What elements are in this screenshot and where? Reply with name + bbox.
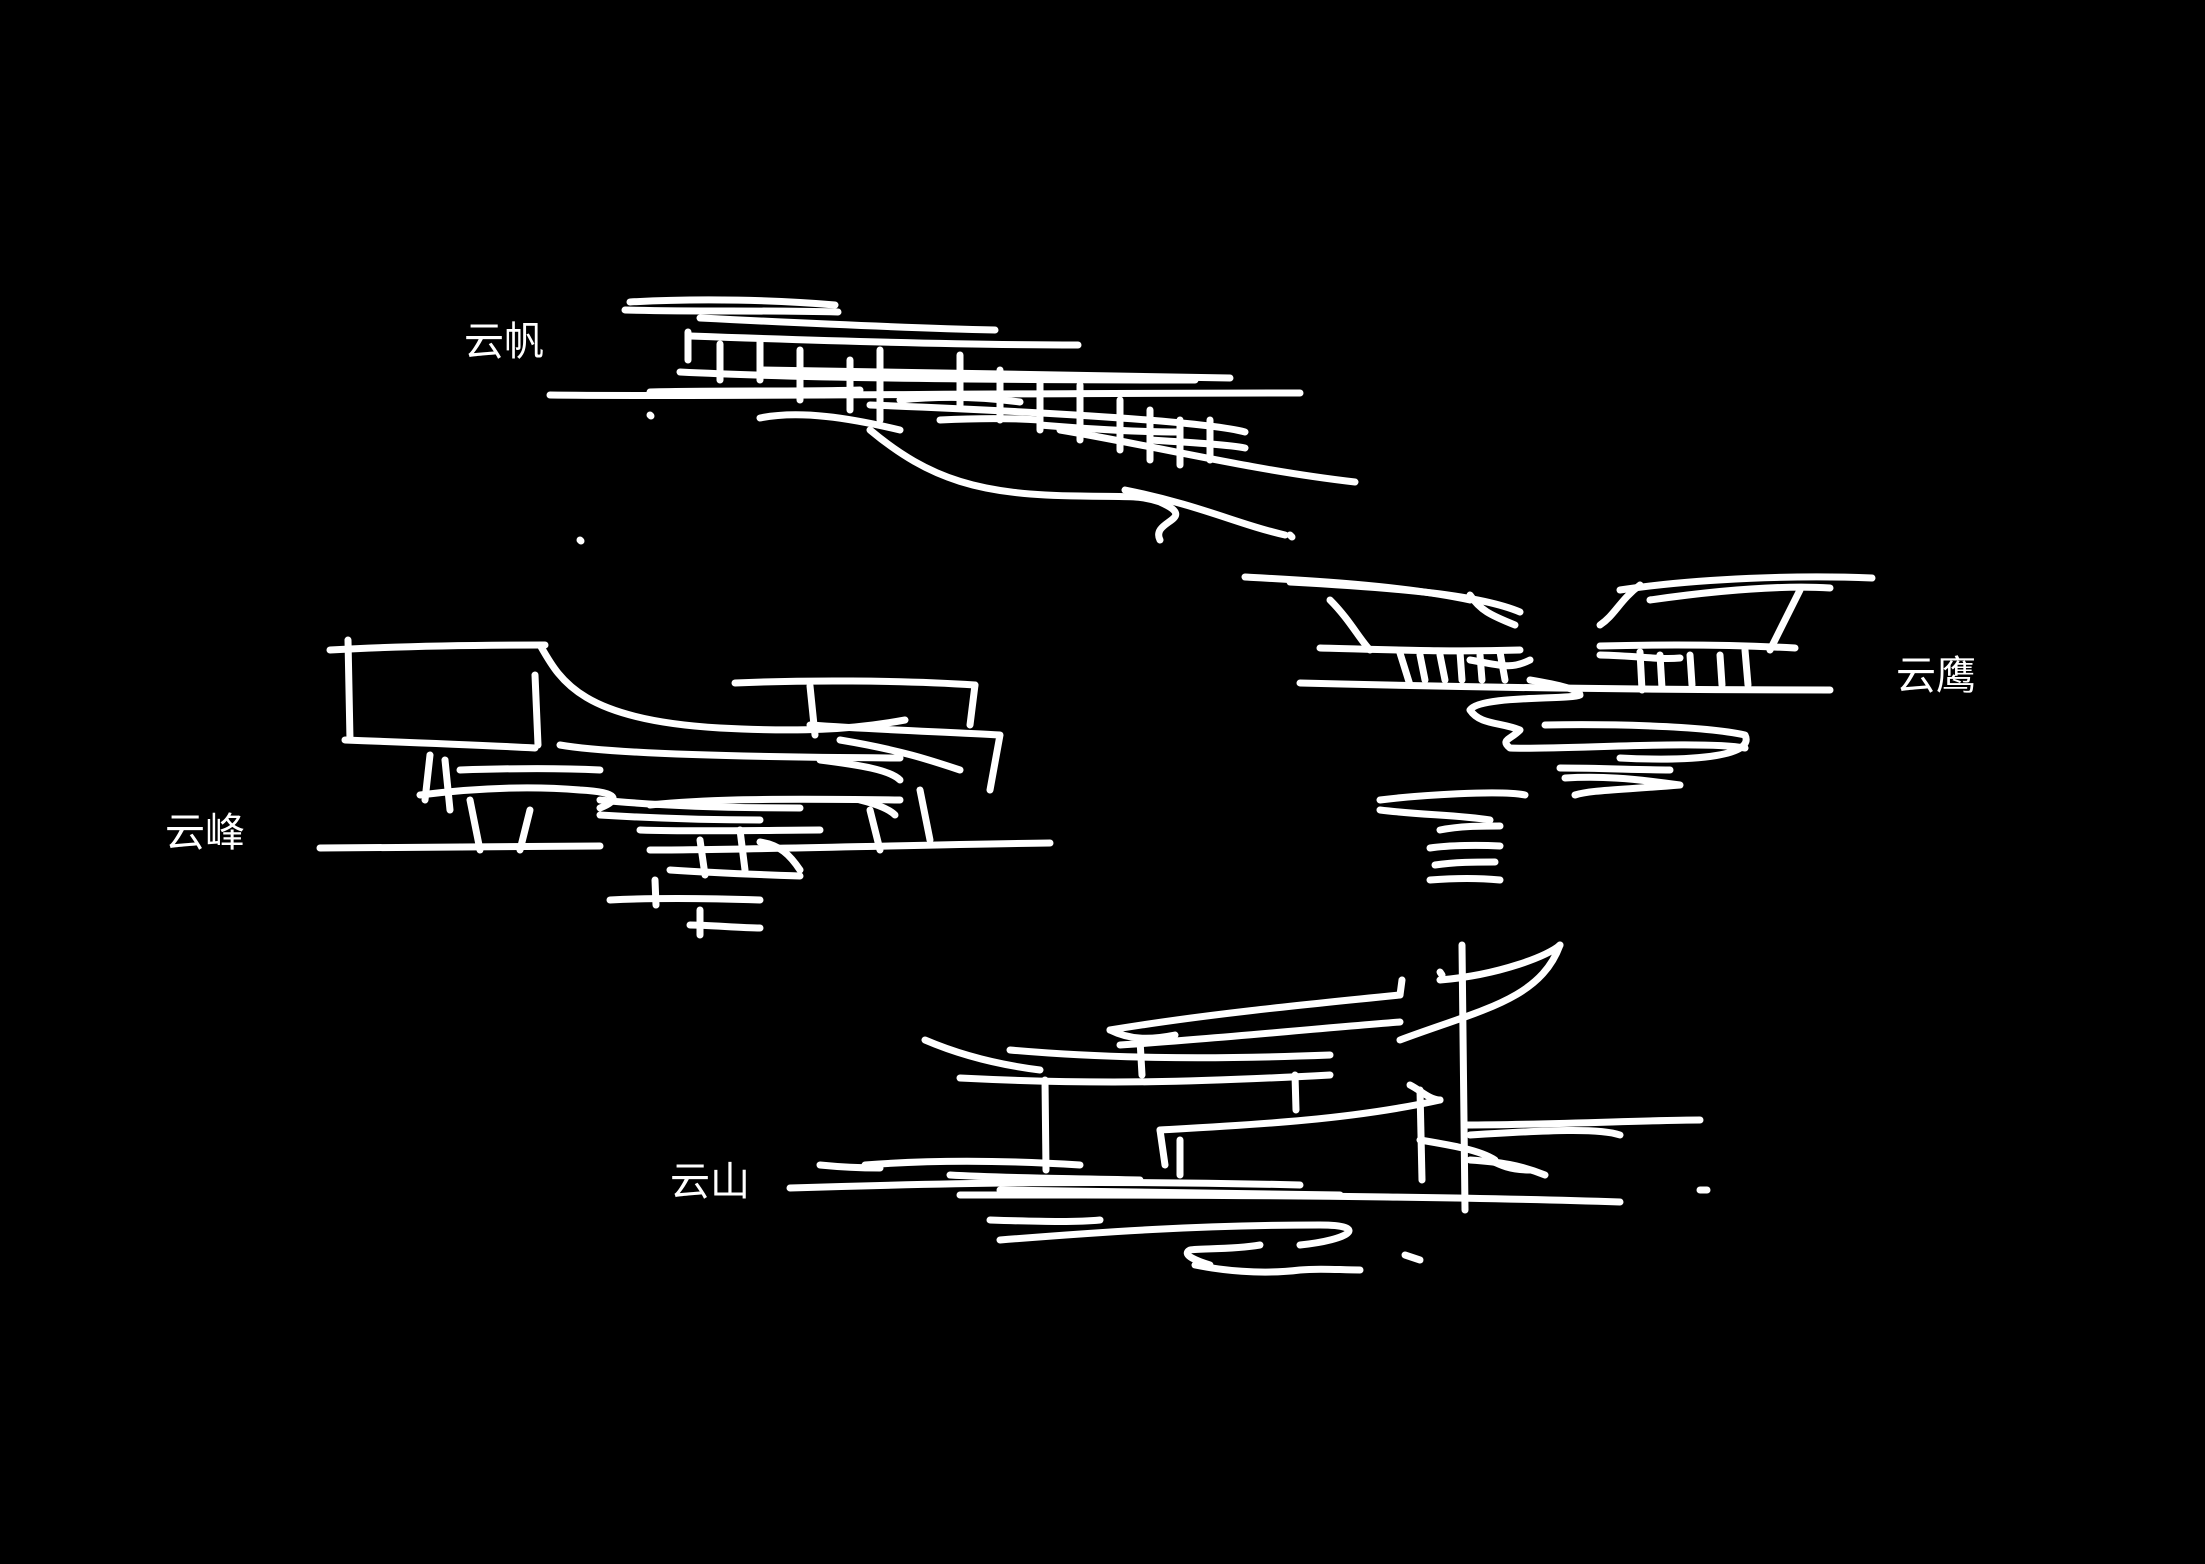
label-yunying: 云鹰 xyxy=(1896,653,1976,699)
label-yunfeng: 云峰 xyxy=(165,810,245,856)
label-yunfan: 云帆 xyxy=(464,319,544,365)
sketch-yunfan xyxy=(546,296,1359,544)
sketch-yunshan xyxy=(786,941,1711,1276)
label-yunshan: 云山 xyxy=(670,1159,750,1205)
sketch-yunfeng xyxy=(316,536,1054,939)
sketch-yunying xyxy=(1241,573,1876,884)
